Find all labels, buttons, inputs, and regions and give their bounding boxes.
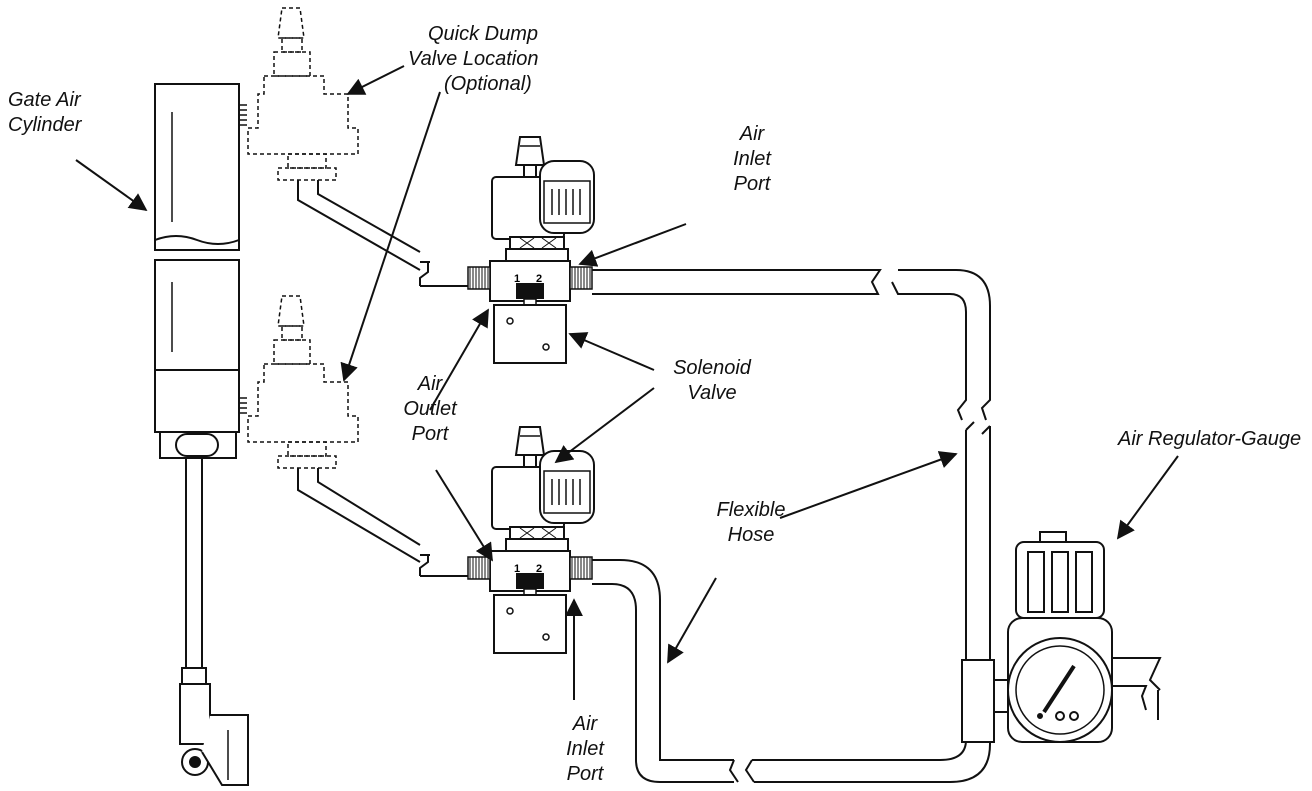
- arrow-air-outlet-bottom: [435, 469, 493, 562]
- solenoid-valve-top: [467, 136, 595, 364]
- quick-dump-valve-bottom: [247, 295, 359, 469]
- label-quick-dump-valve: Quick Dump Valve Location (Optional): [408, 23, 539, 95]
- arrow-quick-dump-bottom: [340, 91, 441, 382]
- arrow-regulator: [1116, 455, 1179, 540]
- arrow-flexible-hose-upper: [779, 451, 958, 519]
- label-air-regulator-gauge: Air Regulator-Gauge: [1118, 428, 1302, 450]
- arrow-gate-cylinder: [75, 159, 148, 212]
- air-regulator-gauge: [961, 531, 1162, 743]
- arrow-air-inlet-top: [578, 223, 687, 267]
- arrow-solenoid-bottom: [554, 387, 655, 464]
- label-solenoid-valve: Solenoid Valve: [673, 357, 751, 404]
- port-1-bottom: 1: [514, 563, 520, 575]
- port-2-bottom: 2: [536, 563, 542, 575]
- port-2-top: 2: [536, 273, 542, 285]
- port-1-top: 1: [514, 273, 520, 285]
- arrow-solenoid-top: [568, 332, 655, 371]
- hose-top: [297, 180, 470, 287]
- solenoid-valve-bottom: [467, 426, 595, 654]
- quick-dump-valve-top: [247, 7, 359, 181]
- label-air-outlet-port: Air Outlet Port: [403, 373, 457, 445]
- gate-air-cylinder: [154, 83, 249, 786]
- hose-bottom: [297, 468, 470, 577]
- label-gate-air-cylinder: Gate Air Cylinder: [8, 89, 82, 136]
- arrow-quick-dump-top: [346, 65, 405, 95]
- label-flexible-hose: Flexible Hose: [716, 499, 786, 546]
- label-air-inlet-port-bottom: Air Inlet Port: [566, 713, 604, 785]
- arrow-flexible-hose-lower: [667, 577, 717, 664]
- leader-arrows: [75, 65, 1179, 700]
- flexible-hose: [592, 559, 991, 783]
- label-air-inlet-port-top: Air Inlet Port: [733, 123, 771, 195]
- arrow-air-outlet-top: [429, 308, 489, 411]
